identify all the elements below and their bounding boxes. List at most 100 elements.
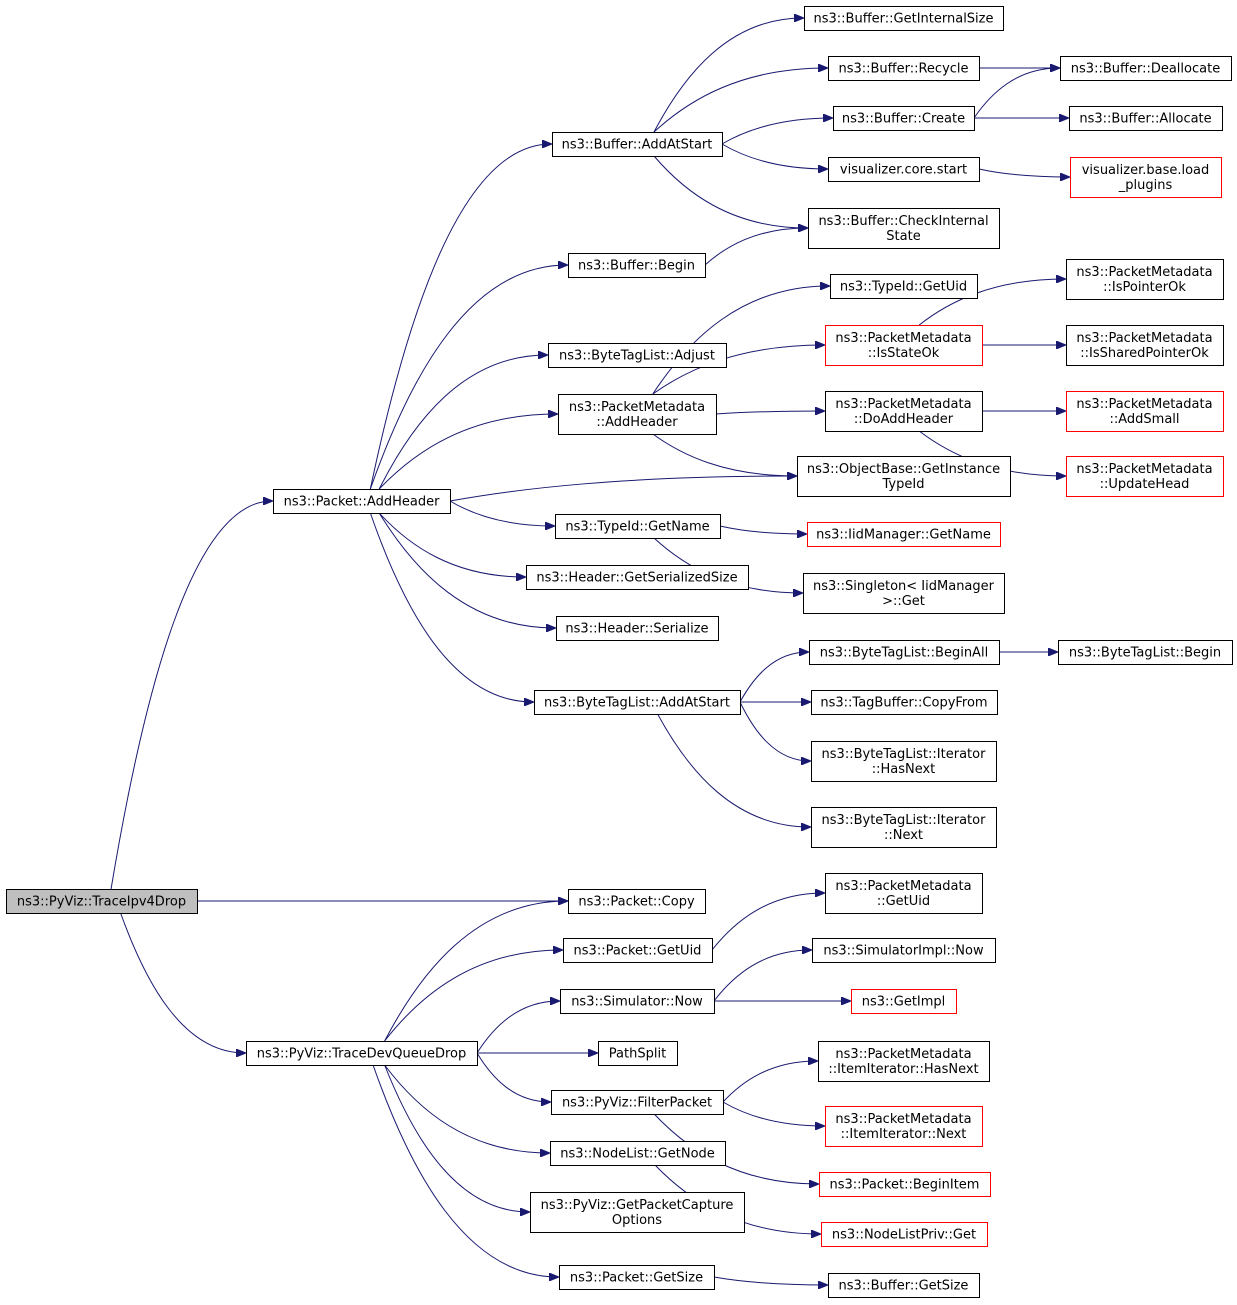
node-box[interactable] <box>819 1172 991 1197</box>
node-packetmetadata-getuid[interactable]: ns3::PacketMetadata::GetUid <box>825 873 983 914</box>
node-traceipv4drop[interactable]: ns3::PyViz::TraceIpv4Drop <box>6 889 198 914</box>
node-pyviz-filterpacket[interactable]: ns3::PyViz::FilterPacket <box>551 1090 724 1115</box>
node-box[interactable] <box>563 938 713 963</box>
node-box[interactable] <box>807 522 1001 547</box>
node-header-getserializedsize[interactable]: ns3::Header::GetSerializedSize <box>526 565 749 590</box>
node-packet-beginitem[interactable]: ns3::Packet::BeginItem <box>819 1172 991 1197</box>
node-box[interactable] <box>803 573 1005 614</box>
node-box[interactable] <box>555 514 721 539</box>
node-singleton-iidmanager-get[interactable]: ns3::Singleton< IidManager>::Get <box>803 573 1005 614</box>
node-box[interactable] <box>1060 56 1232 81</box>
node-box[interactable] <box>598 1041 678 1066</box>
node-box[interactable] <box>530 1192 745 1233</box>
node-box[interactable] <box>1058 640 1233 665</box>
node-box[interactable] <box>1066 259 1224 300</box>
node-box[interactable] <box>811 741 997 782</box>
node-box[interactable] <box>818 1041 990 1082</box>
node-box[interactable] <box>534 690 741 715</box>
node-packetmetadata-itemiterator-hasnext[interactable]: ns3::PacketMetadata::ItemIterator::HasNe… <box>818 1041 990 1082</box>
node-box[interactable] <box>548 343 727 368</box>
node-buffer-create[interactable]: ns3::Buffer::Create <box>833 106 975 131</box>
node-box[interactable] <box>828 157 980 182</box>
node-box[interactable] <box>1066 391 1224 432</box>
node-box[interactable] <box>833 106 975 131</box>
node-box[interactable] <box>809 640 1000 665</box>
node-box[interactable] <box>526 565 749 590</box>
node-bytetaglist-addatstart[interactable]: ns3::ByteTagList::AddAtStart <box>534 690 741 715</box>
node-bytetaglist-adjust[interactable]: ns3::ByteTagList::Adjust <box>548 343 727 368</box>
node-buffer-getinternalsize[interactable]: ns3::Buffer::GetInternalSize <box>804 6 1004 31</box>
node-box[interactable] <box>804 6 1004 31</box>
node-box[interactable] <box>812 938 996 963</box>
node-box[interactable] <box>1070 157 1222 198</box>
node-box[interactable] <box>1066 456 1224 497</box>
node-iidmanager-getname[interactable]: ns3::IidManager::GetName <box>807 522 1001 547</box>
node-packetmetadata-itemiterator-next[interactable]: ns3::PacketMetadata::ItemIterator::Next <box>825 1106 983 1147</box>
node-box[interactable] <box>560 989 715 1014</box>
node-box[interactable] <box>825 391 983 432</box>
node-box[interactable] <box>6 889 198 914</box>
node-box[interactable] <box>568 253 706 278</box>
node-buffer-allocate[interactable]: ns3::Buffer::Allocate <box>1069 106 1223 131</box>
node-tagbuffer-copyfrom[interactable]: ns3::TagBuffer::CopyFrom <box>811 690 998 715</box>
node-buffer-getsize[interactable]: ns3::Buffer::GetSize <box>828 1273 980 1298</box>
node-box[interactable] <box>825 1106 983 1147</box>
node-bytetaglist-iterator-hasnext[interactable]: ns3::ByteTagList::Iterator::HasNext <box>811 741 997 782</box>
node-box[interactable] <box>558 394 717 435</box>
node-packet-getsize[interactable]: ns3::Packet::GetSize <box>559 1265 715 1290</box>
node-pathsplit[interactable]: PathSplit <box>598 1041 678 1066</box>
node-box[interactable] <box>1069 106 1223 131</box>
node-packetmetadata-isstateok[interactable]: ns3::PacketMetadata::IsStateOk <box>825 325 983 366</box>
node-buffer-deallocate[interactable]: ns3::Buffer::Deallocate <box>1060 56 1232 81</box>
node-buffer-begin[interactable]: ns3::Buffer::Begin <box>568 253 706 278</box>
node-header-serialize[interactable]: ns3::Header::Serialize <box>556 616 719 641</box>
node-bytetaglist-beginall[interactable]: ns3::ByteTagList::BeginAll <box>809 640 1000 665</box>
node-packetmetadata-doaddheader[interactable]: ns3::PacketMetadata::DoAddHeader <box>825 391 983 432</box>
node-box[interactable] <box>825 873 983 914</box>
node-box[interactable] <box>808 208 1000 249</box>
node-box[interactable] <box>246 1041 478 1066</box>
node-box[interactable] <box>811 807 997 848</box>
node-packetmetadata-updatehead[interactable]: ns3::PacketMetadata::UpdateHead <box>1066 456 1224 497</box>
node-bytetaglist-iterator-next[interactable]: ns3::ByteTagList::Iterator::Next <box>811 807 997 848</box>
node-packetmetadata-issharedpointerok[interactable]: ns3::PacketMetadata::IsSharedPointerOk <box>1066 325 1224 366</box>
node-box[interactable] <box>797 456 1011 497</box>
node-box[interactable] <box>568 889 706 914</box>
node-simulator-now[interactable]: ns3::Simulator::Now <box>560 989 715 1014</box>
node-packet-copy[interactable]: ns3::Packet::Copy <box>568 889 706 914</box>
node-buffer-recycle[interactable]: ns3::Buffer::Recycle <box>828 56 980 81</box>
node-packet-getuid[interactable]: ns3::Packet::GetUid <box>563 938 713 963</box>
node-box[interactable] <box>851 989 957 1014</box>
node-packetmetadata-addsmall[interactable]: ns3::PacketMetadata::AddSmall <box>1066 391 1224 432</box>
node-nodelistpriv-get[interactable]: ns3::NodeListPriv::Get <box>821 1222 988 1247</box>
node-box[interactable] <box>556 616 719 641</box>
node-box[interactable] <box>550 1141 726 1166</box>
node-nodelist-getnode[interactable]: ns3::NodeList::GetNode <box>550 1141 726 1166</box>
node-box[interactable] <box>830 274 978 299</box>
node-getimpl[interactable]: ns3::GetImpl <box>851 989 957 1014</box>
node-box[interactable] <box>273 489 451 514</box>
node-packetmetadata-addheader[interactable]: ns3::PacketMetadata::AddHeader <box>558 394 717 435</box>
node-box[interactable] <box>821 1222 988 1247</box>
node-packetmetadata-ispointerok[interactable]: ns3::PacketMetadata::IsPointerOk <box>1066 259 1224 300</box>
node-typeid-getname[interactable]: ns3::TypeId::GetName <box>555 514 721 539</box>
node-box[interactable] <box>552 132 723 157</box>
node-box[interactable] <box>828 1273 980 1298</box>
node-box[interactable] <box>1066 325 1224 366</box>
node-visualizer-base-load-plugins[interactable]: visualizer.base.load_plugins <box>1070 157 1222 198</box>
node-box[interactable] <box>828 56 980 81</box>
node-box[interactable] <box>559 1265 715 1290</box>
node-simulatorimpl-now[interactable]: ns3::SimulatorImpl::Now <box>812 938 996 963</box>
node-typeid-getuid[interactable]: ns3::TypeId::GetUid <box>830 274 978 299</box>
node-buffer-addatstart[interactable]: ns3::Buffer::AddAtStart <box>552 132 723 157</box>
node-packet-addheader[interactable]: ns3::Packet::AddHeader <box>273 489 451 514</box>
node-bytetaglist-begin[interactable]: ns3::ByteTagList::Begin <box>1058 640 1233 665</box>
node-box[interactable] <box>825 325 983 366</box>
node-tracedevqueuedrop[interactable]: ns3::PyViz::TraceDevQueueDrop <box>246 1041 478 1066</box>
node-box[interactable] <box>551 1090 724 1115</box>
node-visualizer-core-start[interactable]: visualizer.core.start <box>828 157 980 182</box>
node-box[interactable] <box>811 690 998 715</box>
